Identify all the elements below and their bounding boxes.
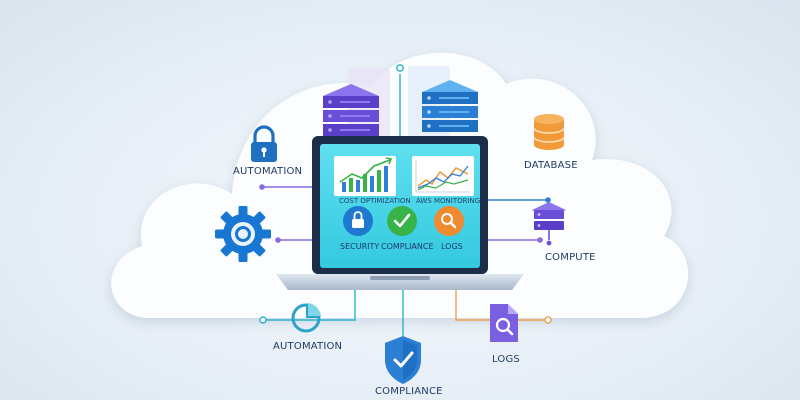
compliance-bottom-label: COMPLIANCE xyxy=(375,386,443,397)
server-stack-blue xyxy=(422,80,478,132)
chart-right-caption: AWS MONITORING xyxy=(416,197,481,205)
server-icon xyxy=(532,202,566,246)
automation-top-label: AUTOMATION xyxy=(233,166,303,177)
database-icon xyxy=(533,114,565,150)
chart-card-left xyxy=(334,156,396,196)
padlock-icon xyxy=(251,125,277,162)
pie-chart-icon xyxy=(291,303,321,333)
gear-icon xyxy=(215,206,271,262)
connector-dots xyxy=(259,64,552,324)
magnifier-icon xyxy=(434,206,464,236)
screen-compliance-label: COMPLIANCE xyxy=(381,242,434,251)
logs-bottom-label: LOGS xyxy=(492,354,520,365)
screen-logs-label: LOGS xyxy=(441,242,463,251)
chart-card-right xyxy=(412,156,474,196)
document-search-icon xyxy=(490,304,518,342)
chart-left-caption: COST OPTIMIZATION xyxy=(339,197,411,205)
security-button-icon xyxy=(343,206,373,236)
shield-check-icon xyxy=(385,336,421,384)
compute-label: COMPUTE xyxy=(545,252,596,263)
database-label: DATABASE xyxy=(524,160,578,171)
automation-bottom-label: AUTOMATION xyxy=(273,341,343,352)
checkmark-icon xyxy=(387,206,417,236)
server-stack-purple xyxy=(323,84,379,136)
screen-security-label: SECURITY xyxy=(340,242,380,251)
